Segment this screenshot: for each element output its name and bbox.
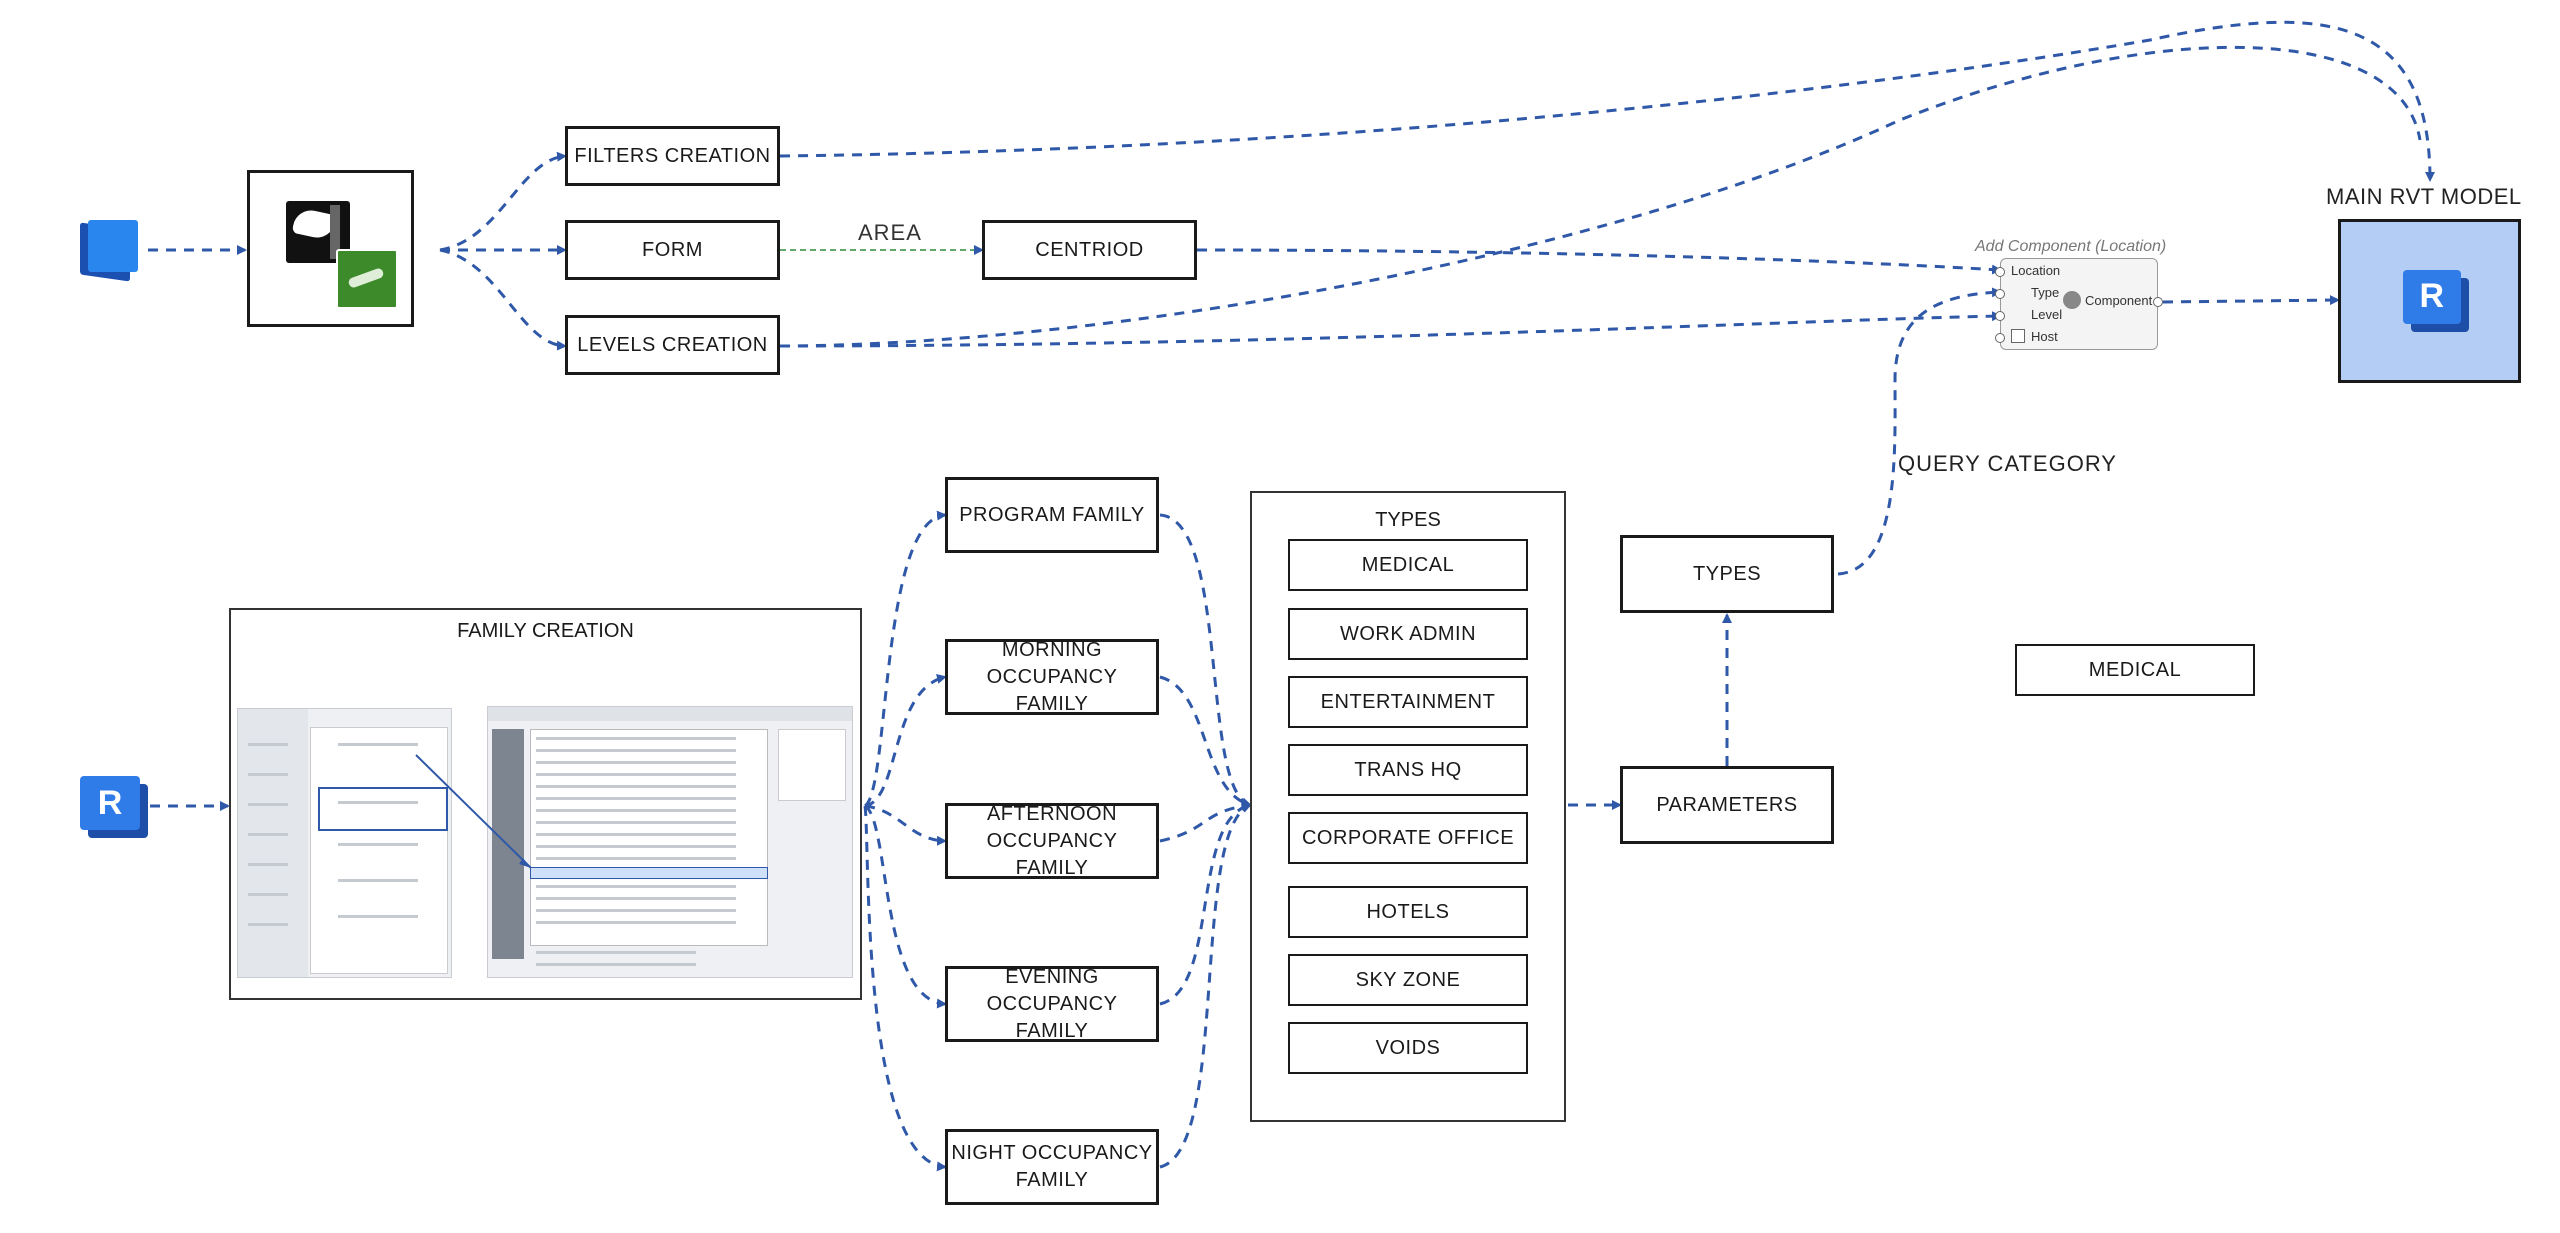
morning-occupancy-family-box: MORNING OCCUPANCY FAMILY — [945, 639, 1159, 715]
main-model-title: MAIN RVT MODEL — [2326, 184, 2522, 209]
type-port[interactable] — [1995, 289, 2005, 299]
type-item: VOIDS — [1288, 1022, 1528, 1074]
revit-template-dialog-thumbnail — [487, 706, 853, 978]
type-item: HOTELS — [1288, 886, 1528, 938]
revit-icon: R — [2403, 270, 2469, 332]
host-port[interactable] — [1995, 333, 2005, 343]
connector-gh-to-levels — [439, 248, 567, 351]
connector-program-to-types — [1159, 513, 1252, 808]
night-occupancy-family-box: NIGHT OCCUPANCY FAMILY — [945, 1129, 1159, 1205]
parameters-box: PARAMETERS — [1620, 766, 1834, 844]
host-input-label: Host — [2031, 329, 2058, 344]
connector-evening-to-types — [1159, 802, 1252, 1006]
afternoon-occupancy-family-box: AFTERNOON OCCUPANCY FAMILY — [945, 803, 1159, 879]
add-component-title: Add Component (Location) — [1975, 238, 2167, 255]
type-item: MEDICAL — [1288, 539, 1528, 591]
type-item: CORPORATE OFFICE — [1288, 812, 1528, 864]
levels-creation-box: LEVELS CREATION — [565, 315, 780, 375]
connector-component-to-model — [2162, 295, 2340, 306]
family-creation-panel: FAMILY CREATION — [229, 608, 862, 1000]
evening-occupancy-family-box: EVENING OCCUPANCY FAMILY — [945, 966, 1159, 1042]
types-panel-title: TYPES — [1375, 509, 1441, 531]
connector-types-to-type-port — [1837, 287, 2002, 576]
component-node-icon — [2063, 291, 2081, 309]
type-input-label: Type — [2031, 285, 2060, 300]
program-family-box: PROGRAM FAMILY — [945, 477, 1159, 553]
type-item: WORK ADMIN — [1288, 608, 1528, 660]
connector-family-to-afternoon — [864, 804, 947, 846]
location-input-label: Location — [2011, 263, 2061, 278]
level-input-label: Level — [2031, 307, 2063, 322]
connector-family-to-evening — [864, 804, 947, 1009]
add-component-node[interactable]: Location Type Level Host Component — [1995, 258, 2163, 350]
medical-standalone-box: MEDICAL — [2015, 644, 2255, 696]
connector-centroid-to-location — [1196, 248, 2002, 275]
location-port[interactable] — [1995, 267, 2005, 277]
revit-family-icon: R — [80, 776, 150, 838]
component-output-label: Component — [2085, 293, 2153, 308]
rhino-cube-icon — [80, 220, 138, 282]
types-box: TYPES — [1620, 535, 1834, 613]
main-rvt-model-box: R — [2338, 219, 2521, 383]
type-item: TRANS HQ — [1288, 744, 1528, 796]
connector-afternoon-to-types — [1159, 801, 1252, 843]
type-item: ENTERTAINMENT — [1288, 676, 1528, 728]
grasshopper-icon — [336, 249, 398, 309]
connector-family-to-program — [863, 510, 947, 808]
types-panel: TYPES — [1250, 491, 1566, 1122]
level-port[interactable] — [1995, 311, 2005, 321]
connector-gh-to-filters — [439, 151, 567, 252]
component-output-port[interactable] — [2153, 297, 2163, 307]
filters-creation-box: FILTERS CREATION — [565, 126, 780, 186]
connector-family-to-morning — [864, 673, 947, 808]
area-label: AREA — [858, 220, 922, 245]
revit-new-menu-thumbnail — [237, 708, 452, 978]
centroid-box: CENTRIOD — [982, 220, 1197, 280]
selection-arrow — [415, 754, 532, 869]
connector-family-to-night — [863, 805, 947, 1172]
family-creation-title: FAMILY CREATION — [457, 620, 634, 642]
connector-filters-to-model — [779, 20, 2435, 182]
connector-morning-to-types — [1159, 675, 1252, 808]
connector-levels-to-level-port — [779, 311, 2002, 348]
grasshopper-box — [247, 170, 414, 327]
connector-levels-to-model-arc — [779, 45, 2422, 348]
query-category-label: QUERY CATEGORY — [1898, 451, 2117, 476]
connector-night-to-types — [1159, 803, 1252, 1169]
form-box: FORM — [565, 220, 780, 280]
type-item: SKY ZONE — [1288, 954, 1528, 1006]
host-checkbox-icon — [2011, 329, 2025, 343]
